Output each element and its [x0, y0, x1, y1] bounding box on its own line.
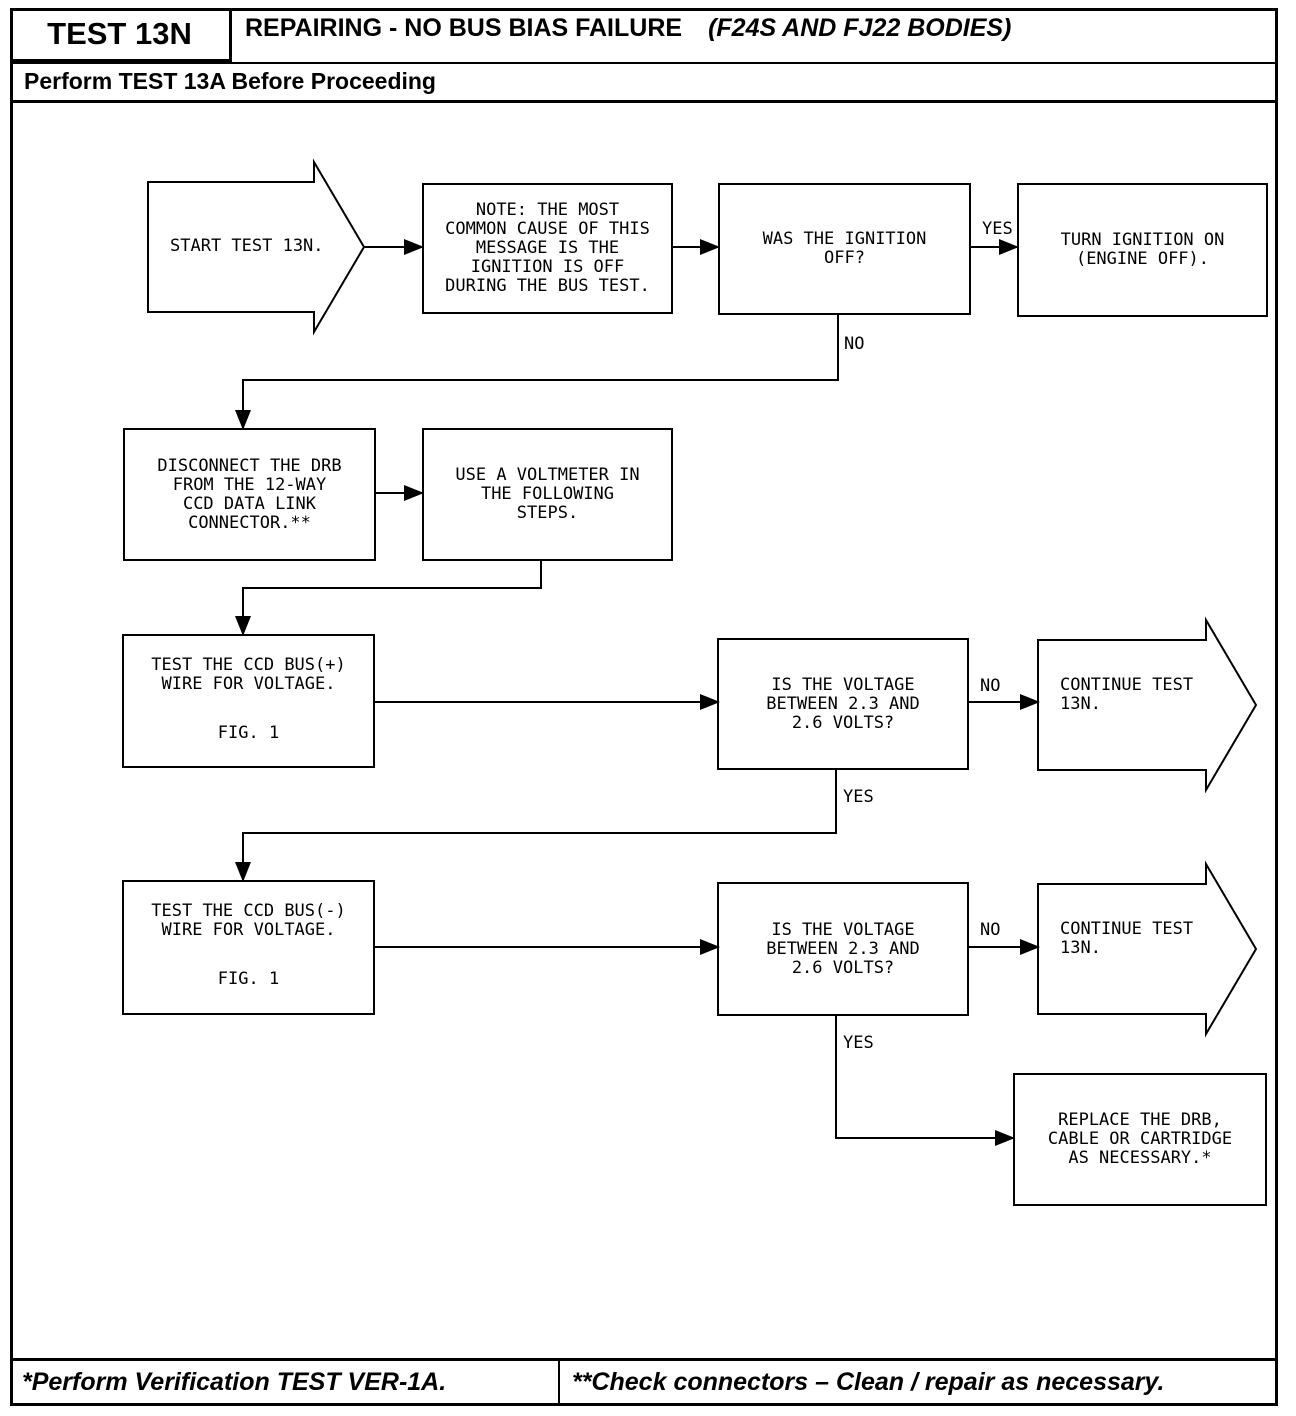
replace-drb-box: REPLACE THE DRB, CABLE OR CARTRIDGE AS N…	[1013, 1073, 1267, 1206]
continue-arrow-shape-1	[1037, 616, 1258, 794]
test-bus-plus-fig: FIG. 1	[217, 723, 280, 743]
no-label-voltage-1: NO	[980, 676, 1001, 696]
voltage-question-box-2: IS THE VOLTAGE BETWEEN 2.3 AND 2.6 VOLTS…	[717, 882, 969, 1016]
disconnect-drb-box: DISCONNECT THE DRB FROM THE 12-WAY CCD D…	[123, 428, 376, 561]
test-bus-minus-box: TEST THE CCD BUS(-) WIRE FOR VOLTAGE. FI…	[122, 880, 375, 1015]
title-text: REPAIRING - NO BUS BIAS FAILURE	[245, 14, 683, 42]
footer-column-divider	[558, 1358, 560, 1406]
bodies-text: (F24S AND FJ22 BODIES)	[708, 14, 1012, 42]
connector-yes-replace	[835, 1016, 1015, 1146]
start-arrow-label: START TEST 13N.	[170, 236, 324, 256]
test-bus-plus-text: TEST THE CCD BUS(+) WIRE FOR VOLTAGE.	[151, 655, 346, 694]
ignition-question-box: WAS THE IGNITION OFF?	[718, 183, 971, 315]
page-title: REPAIRING - NO BUS BIAS FAILURE (F24S AND…	[245, 14, 1011, 43]
header-divider	[10, 62, 1278, 64]
turn-ignition-on-box: TURN IGNITION ON (ENGINE OFF).	[1017, 183, 1268, 317]
continue-arrow-shape-2	[1037, 860, 1258, 1038]
yes-label-ignition: YES	[982, 219, 1013, 239]
connector-no-disconnect	[235, 315, 839, 430]
test-bus-minus-fig: FIG. 1	[217, 969, 280, 989]
voltage-question-box-1: IS THE VOLTAGE BETWEEN 2.3 AND 2.6 VOLTS…	[717, 638, 969, 770]
continue-test-label-1: CONTINUE TEST 13N.	[1060, 675, 1194, 714]
no-label-ignition: NO	[844, 334, 865, 354]
connector-yes-test-minus	[235, 769, 837, 882]
note-box: NOTE: THE MOST COMMON CAUSE OF THIS MESS…	[422, 183, 673, 314]
prerequisite-note: Perform TEST 13A Before Proceeding	[24, 68, 436, 94]
voltmeter-box: USE A VOLTMETER IN THE FOLLOWING STEPS.	[422, 428, 673, 561]
connector-voltmeter-test-plus	[235, 561, 542, 636]
yes-label-voltage-2: YES	[843, 1033, 874, 1053]
footer-divider	[10, 1358, 1278, 1361]
test-bus-plus-box: TEST THE CCD BUS(+) WIRE FOR VOLTAGE. FI…	[122, 634, 375, 768]
continue-test-label-2: CONTINUE TEST 13N.	[1060, 919, 1194, 958]
test-id: TEST 13N	[10, 8, 232, 62]
yes-label-voltage-1: YES	[843, 787, 874, 807]
page-frame	[10, 8, 1278, 1406]
footer-connector-note: **Check connectors – Clean / repair as n…	[572, 1368, 1165, 1396]
footer-verification-note: *Perform Verification TEST VER-1A.	[22, 1368, 447, 1396]
no-label-voltage-2: NO	[980, 920, 1001, 940]
start-arrow-shape	[147, 158, 366, 336]
header-bottom-rule	[10, 100, 1278, 103]
test-bus-minus-text: TEST THE CCD BUS(-) WIRE FOR VOLTAGE.	[151, 901, 346, 940]
